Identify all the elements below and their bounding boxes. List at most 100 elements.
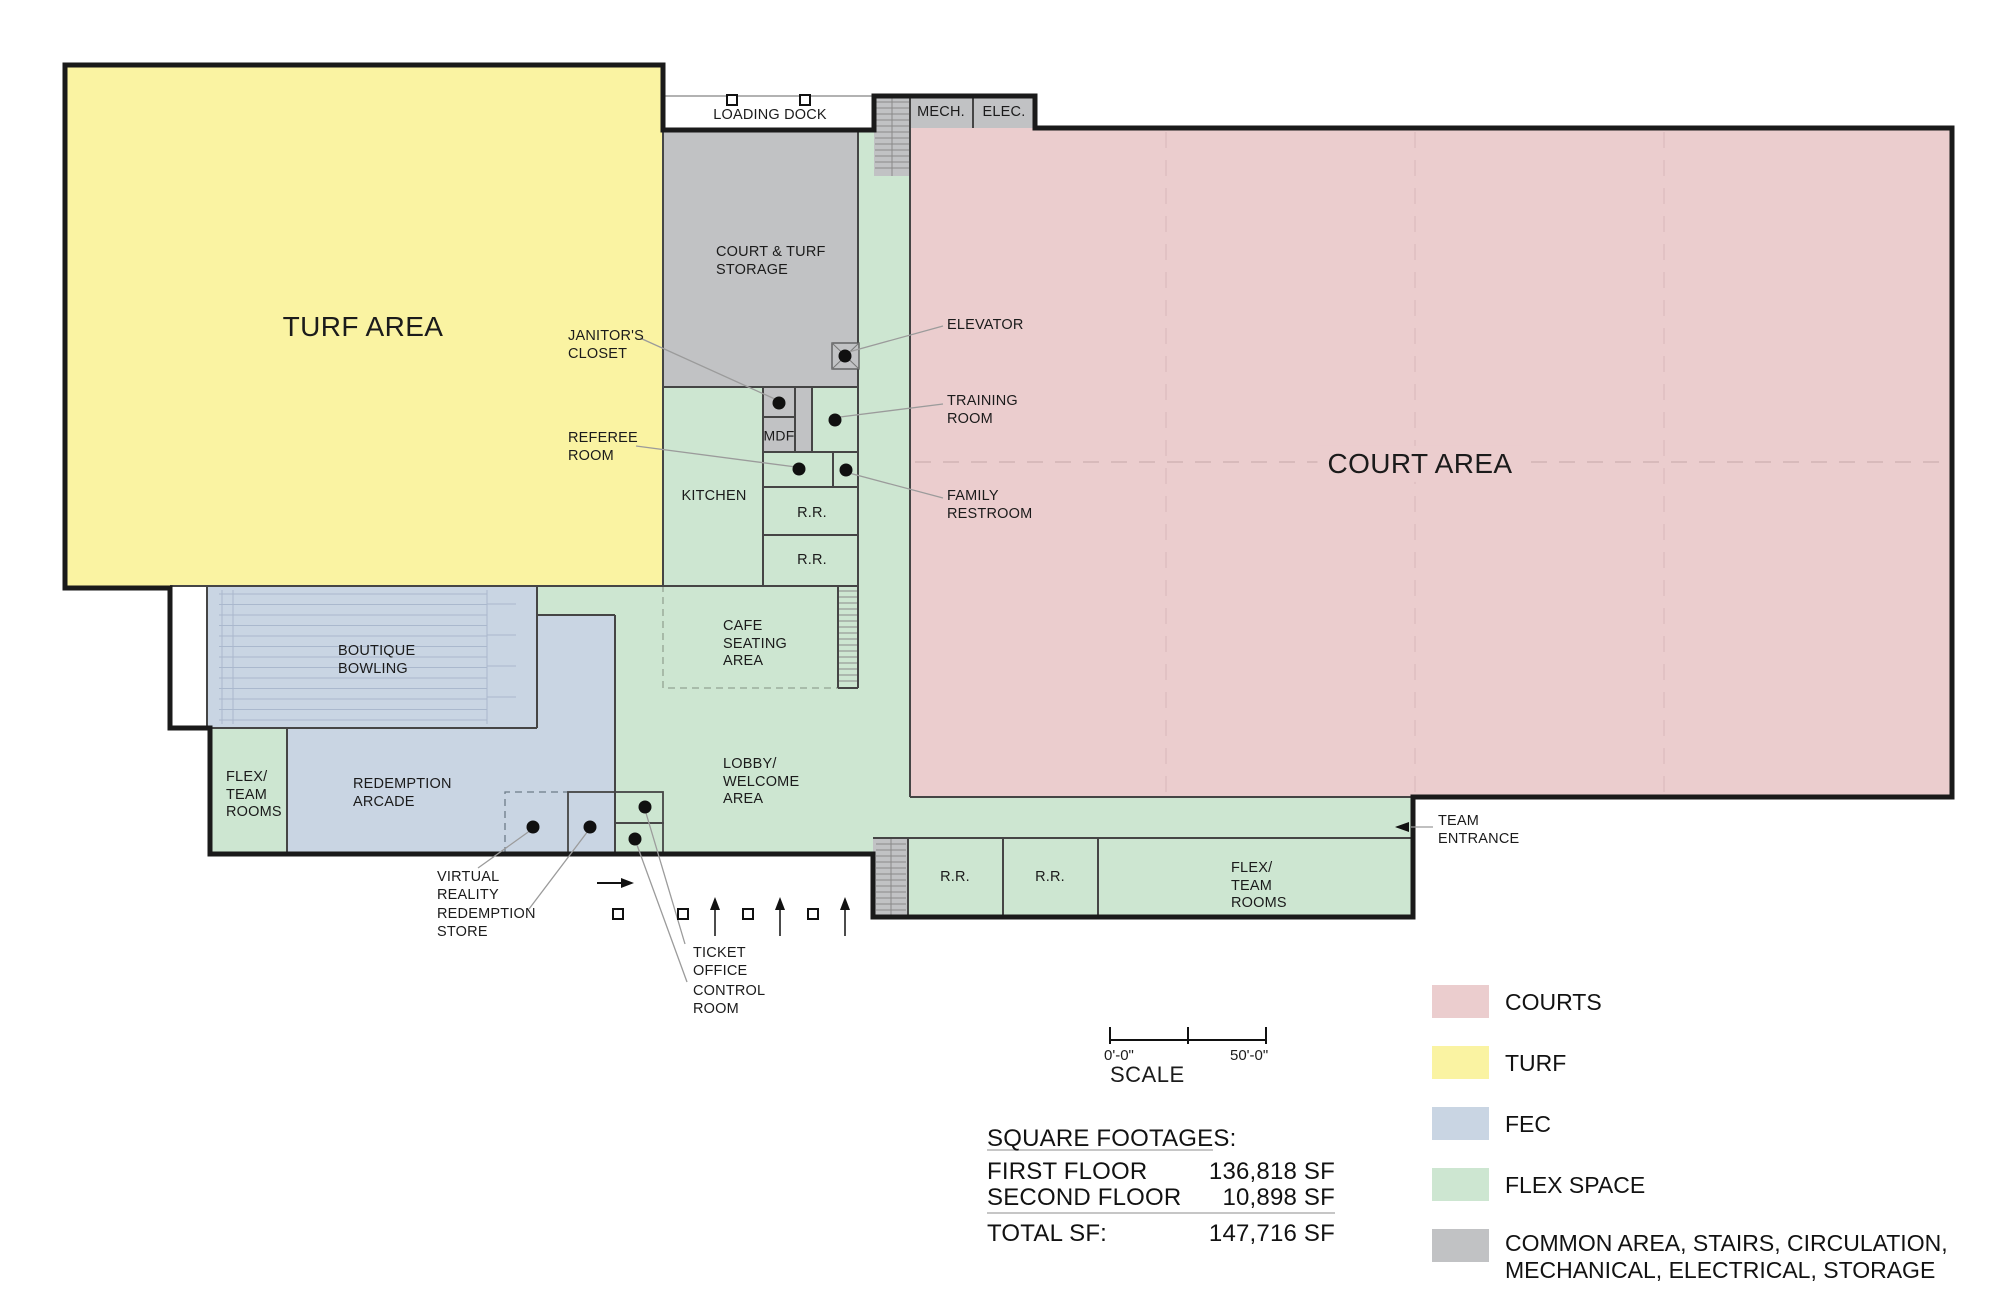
stair-hatching xyxy=(839,96,909,917)
legend-label-turf: TURF xyxy=(1505,1050,1567,1076)
region-arcade xyxy=(287,728,615,854)
callout-elevator: ELEVATOR xyxy=(947,317,1024,333)
loading-dock-edge xyxy=(663,94,874,106)
callout-virtual-reality: VIRTUAL REALITY xyxy=(437,869,500,903)
first-floor-value: 136,818 SF xyxy=(1208,1158,1335,1185)
legend-swatch-turf xyxy=(1432,1046,1489,1079)
label-cafe: CAFE SEATING AREA xyxy=(723,618,787,670)
dot-referee-room xyxy=(792,462,806,476)
label-lobby: LOBBY/ WELCOME AREA xyxy=(723,756,800,808)
dot-janitors-closet xyxy=(772,396,786,410)
scale-fifty-label: 50'-0" xyxy=(1230,1047,1269,1064)
label-arcade: REDEMPTION ARCADE xyxy=(353,776,452,810)
callout-redemption-store: REDEMPTION STORE xyxy=(437,906,536,940)
legend-label-common: COMMON AREA, STAIRS, CIRCULATION, MECHAN… xyxy=(1505,1230,1948,1284)
dot-elevator xyxy=(838,349,852,363)
entry-door-icon xyxy=(677,908,689,920)
scale-bar xyxy=(1109,1027,1267,1044)
label-mdf: MDF xyxy=(763,427,795,444)
second-floor-label: SECOND FLOOR xyxy=(987,1184,1182,1211)
leader-virtual-reality xyxy=(477,829,532,869)
total-sf-label: TOTAL SF: xyxy=(987,1220,1108,1247)
legend-swatch-courts xyxy=(1432,985,1489,1018)
footage-rules xyxy=(987,1149,1335,1214)
region-storage xyxy=(663,130,859,387)
stairs-cafe-hatch xyxy=(839,590,857,682)
label-storage: COURT & TURF STORAGE xyxy=(716,244,826,278)
stairs-north-hatch xyxy=(875,96,909,176)
legend-label-flex: FLEX SPACE xyxy=(1505,1172,1646,1198)
region-kitchen xyxy=(663,387,763,585)
entry-door-icon xyxy=(742,908,754,920)
legend-label-courts: COURTS xyxy=(1505,989,1602,1015)
dot-control-room xyxy=(628,832,642,846)
dot-redemption-store xyxy=(583,820,597,834)
region-south-band xyxy=(873,797,1413,917)
dot-training-room xyxy=(828,413,842,427)
location-dots xyxy=(526,349,853,846)
second-floor-value: 10,898 SF xyxy=(1222,1184,1335,1211)
label-kitchen: KITCHEN xyxy=(681,488,747,505)
stairs-south-hatch xyxy=(876,838,906,917)
dock-door-icon xyxy=(799,94,811,106)
label-rr-1: R.R. xyxy=(797,505,827,522)
region-turf-area xyxy=(65,65,663,586)
total-sf-value: 147,716 SF xyxy=(1208,1220,1335,1247)
team-entrance-arrow-icon xyxy=(1395,822,1409,832)
bowling-lanes xyxy=(219,590,516,724)
door-arrow-icon xyxy=(710,897,720,910)
label-rr-2: R.R. xyxy=(797,552,827,569)
legend-swatch-fec xyxy=(1432,1107,1489,1140)
callout-family-restroom: FAMILY RESTROOM xyxy=(947,488,1033,522)
label-elec: ELEC. xyxy=(982,104,1026,121)
door-arrow-icon xyxy=(840,897,850,910)
first-floor-label: FIRST FLOOR xyxy=(987,1158,1148,1185)
region-mech xyxy=(910,98,973,128)
leader-elevator xyxy=(844,325,944,354)
callout-janitors-closet: JANITOR'S CLOSET xyxy=(568,328,645,362)
door-arrow-icon xyxy=(775,897,785,910)
label-mech: MECH. xyxy=(917,104,965,121)
callout-referee-room: REFEREE ROOM xyxy=(568,430,638,464)
label-court-area: COURT AREA xyxy=(1317,445,1523,483)
leader-ticket-office xyxy=(645,812,686,945)
callout-training-room: TRAINING ROOM xyxy=(947,393,1018,427)
dot-ticket-office xyxy=(638,800,652,814)
scale-zero-label: 0'-0" xyxy=(1104,1047,1134,1064)
label-rr-4: R.R. xyxy=(1035,869,1065,886)
interior-walls xyxy=(170,96,1413,917)
callout-team-entrance: TEAM ENTRANCE xyxy=(1438,813,1520,847)
scale-title: SCALE xyxy=(1110,1062,1185,1087)
legend-swatch-common xyxy=(1432,1229,1489,1262)
dock-door-icon xyxy=(726,94,738,106)
legend-swatch-flex xyxy=(1432,1168,1489,1201)
leader-referee xyxy=(635,445,797,468)
legend-label-fec: FEC xyxy=(1505,1111,1551,1137)
small-room-boxes xyxy=(567,342,860,855)
entrance-symbols xyxy=(597,822,1409,936)
outer-wall xyxy=(62,62,1955,920)
entry-door-icon xyxy=(612,908,624,920)
label-loading-dock: LOADING DOCK xyxy=(713,107,827,124)
leader-family-restroom xyxy=(848,472,944,499)
dot-virtual-reality xyxy=(526,820,540,834)
label-turf-area: TURF AREA xyxy=(282,310,444,342)
vr-dashed-outline xyxy=(504,791,568,854)
leader-lines xyxy=(477,325,1433,983)
leader-control-room xyxy=(636,844,688,983)
dot-family-restroom xyxy=(839,463,853,477)
callout-ticket-office: TICKET OFFICE xyxy=(693,945,748,979)
label-bowling: BOUTIQUE BOWLING xyxy=(338,643,416,677)
leader-redemption-store xyxy=(528,830,589,910)
label-flex-team-south: FLEX/ TEAM ROOMS xyxy=(1231,860,1287,912)
entry-door-icon xyxy=(807,908,819,920)
region-arcade-ext xyxy=(537,615,615,728)
label-flex-team-west: FLEX/ TEAM ROOMS xyxy=(226,769,282,821)
square-footages-heading: SQUARE FOOTAGES: xyxy=(987,1125,1237,1152)
region-elec xyxy=(973,98,1035,128)
label-rr-3: R.R. xyxy=(940,869,970,886)
region-flex-team-west xyxy=(210,728,287,854)
entry-arrow-icon xyxy=(621,878,634,888)
